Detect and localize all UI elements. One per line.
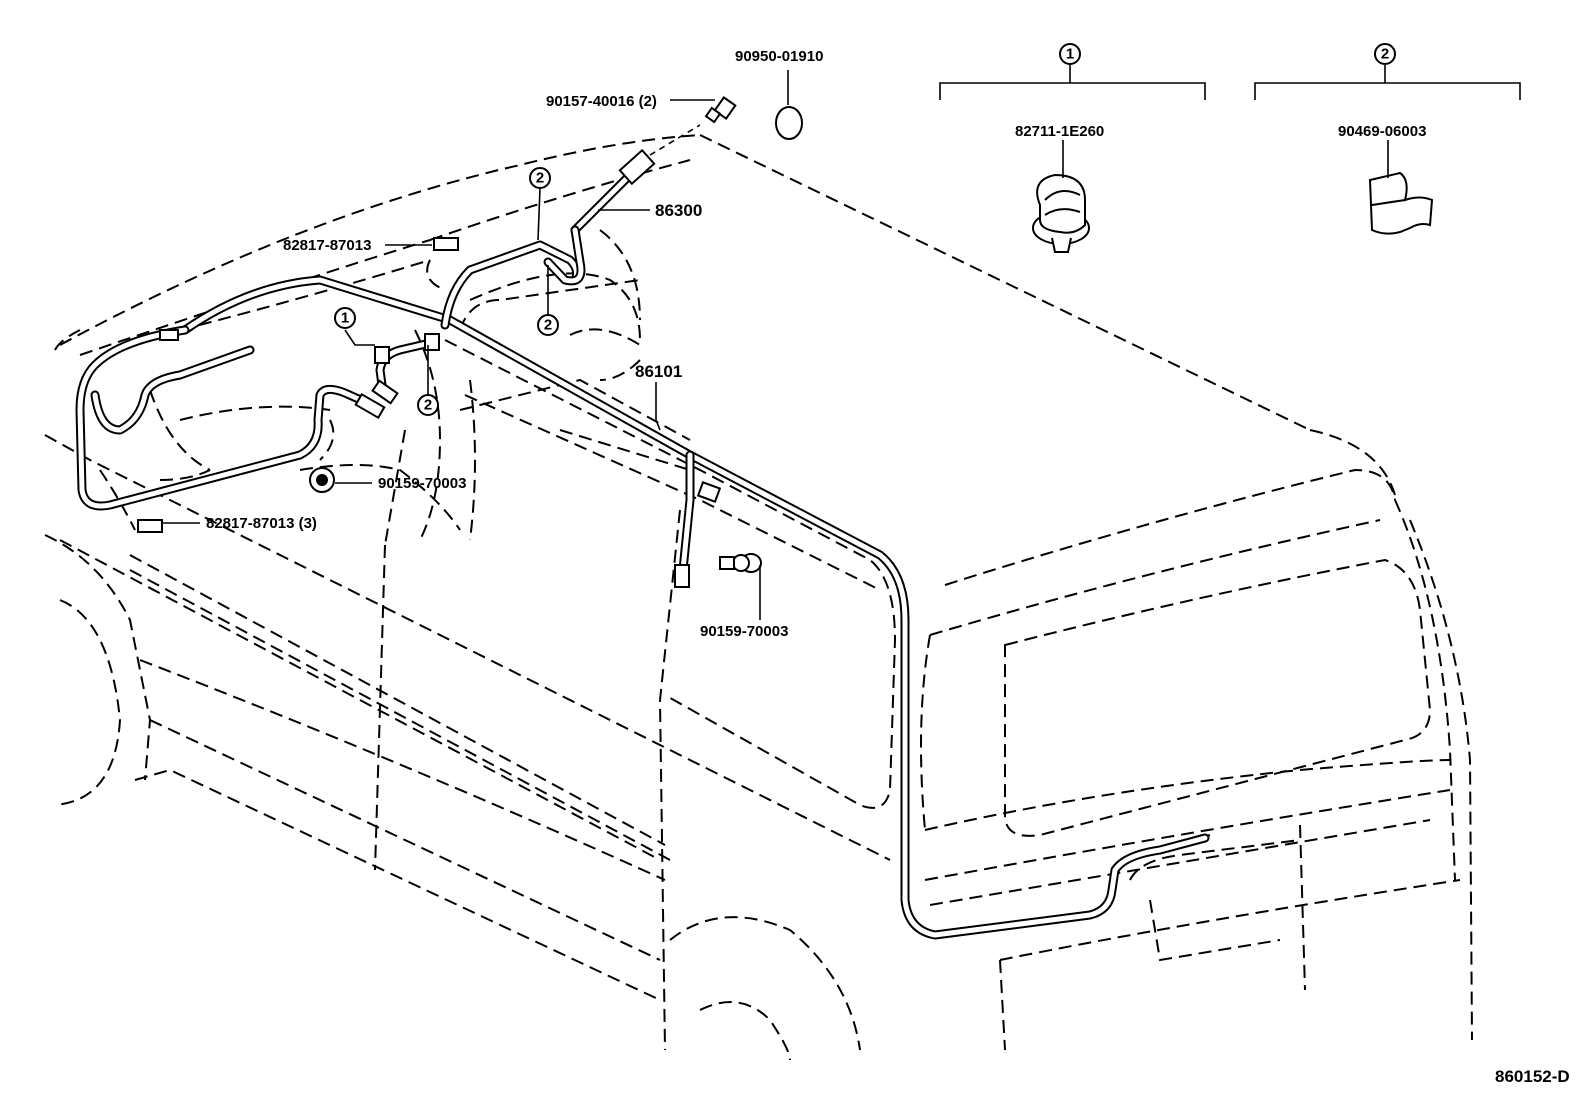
label-grommet-b: 90159-70003: [700, 623, 788, 640]
label-clamp-1: 82711-1E260: [1015, 123, 1104, 140]
grommet-90159-right: [719, 553, 762, 573]
antenna-rod: [543, 124, 701, 286]
vehicle-body-outline: [44, 134, 1473, 1061]
callout-ref2-cord: 2: [417, 394, 439, 416]
diagram-code: 860152-D: [1495, 1067, 1570, 1086]
svg-text:2: 2: [536, 170, 544, 187]
tape-82817-pillar: [696, 481, 722, 503]
callout-ref2-upper: 2: [529, 167, 551, 189]
tape-82817-upper: [433, 237, 459, 251]
svg-text:1: 1: [1066, 46, 1074, 63]
tape-82817-front: [159, 329, 179, 341]
cord-connectors: [354, 333, 440, 420]
label-tape-a: 82817-87013: [283, 237, 371, 254]
leader-lines: [162, 65, 1521, 620]
nut-90157: [704, 96, 737, 124]
callout-ref1-cord: 1: [334, 307, 356, 329]
grommet-90159-left: [309, 467, 335, 493]
callout-ref2-header: 2: [1374, 43, 1396, 65]
callout-ref1-header: 1: [1059, 43, 1081, 65]
svg-text:2: 2: [424, 397, 432, 414]
label-antenna-assy: 86300: [655, 201, 702, 220]
label-cord-assy: 86101: [635, 362, 682, 381]
clamp-90469-detail: [1368, 171, 1434, 235]
cord-end-connector: [674, 564, 690, 588]
label-cap: 90950-01910: [735, 48, 823, 65]
callout-ref2-lower: 2: [537, 314, 559, 336]
label-grommet-a: 90159-70003: [378, 475, 466, 492]
svg-text:1: 1: [341, 310, 349, 327]
label-nut: 90157-40016 (2): [546, 93, 657, 110]
antenna-cord-harness: [75, 240, 1210, 940]
clamp-82711-detail: [1032, 173, 1090, 253]
label-clamp-2: 90469-06003: [1338, 123, 1426, 140]
tape-82817-lower: [137, 519, 163, 533]
label-tape-b: 82817-87013 (3): [206, 515, 317, 532]
svg-text:2: 2: [1381, 46, 1389, 63]
cap-90950: [775, 106, 803, 140]
svg-text:2: 2: [544, 317, 552, 334]
